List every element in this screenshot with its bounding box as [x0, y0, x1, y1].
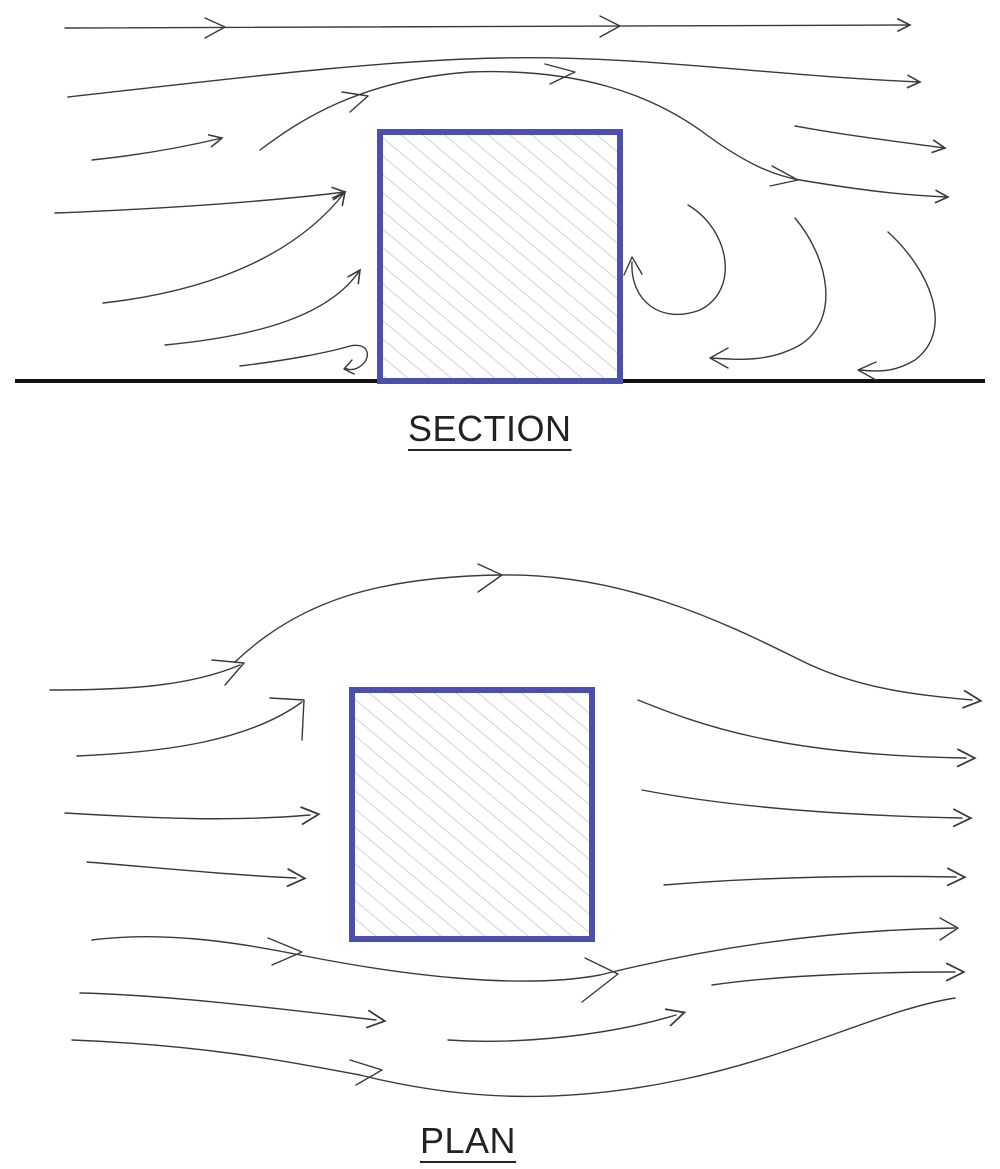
plan-flow-line	[86, 861, 307, 888]
section-flow-arrowhead	[343, 359, 355, 375]
plan-flow-line	[64, 806, 321, 826]
plan-flow-line	[91, 927, 956, 982]
plan-caption: PLAN	[420, 1120, 517, 1161]
section-flow-arrowhead	[599, 15, 621, 38]
plan-flow-line	[71, 997, 956, 1098]
plan-building	[349, 687, 595, 942]
section-flow-line	[794, 125, 945, 148]
plan-flow-line	[637, 699, 977, 768]
plan-flow-arrowhead	[477, 563, 503, 593]
section-flow-arrowhead	[623, 256, 643, 276]
section-flow-arrowhead	[709, 347, 729, 369]
plan-flow-line	[447, 1008, 687, 1042]
plan-flow-arrowhead	[211, 659, 245, 686]
section-flow-line	[67, 57, 920, 98]
section-flow-line	[91, 138, 222, 161]
plan-flow-line	[641, 789, 973, 828]
section-flow-line	[859, 231, 936, 372]
plan-view	[49, 563, 983, 1098]
plan-flow-line	[711, 962, 966, 986]
section-view	[15, 15, 985, 384]
section-flow-line	[239, 344, 369, 371]
plan-flow-arrowhead	[267, 937, 303, 966]
section-flow-line	[54, 192, 345, 214]
section-flow-line	[259, 70, 801, 181]
section-caption: SECTION	[408, 408, 572, 449]
plan-flow-arrowhead	[581, 957, 619, 1003]
section-flow-arrowhead	[204, 17, 226, 39]
section-flow-arrowhead	[857, 361, 877, 381]
plan-flow-line	[79, 992, 387, 1029]
plan-flow-arrowhead	[349, 1059, 383, 1086]
plan-flow-arrowhead	[269, 697, 305, 741]
section-flow-line	[64, 25, 910, 28]
section-flow-arrowhead	[769, 165, 799, 187]
section-flow-arrowhead	[341, 91, 369, 113]
plan-flow-line	[663, 867, 967, 887]
section-flow-line	[711, 217, 827, 360]
section-flow-arrowhead	[544, 63, 576, 85]
section-flow-line	[164, 270, 360, 346]
section-building	[377, 129, 623, 384]
plan-flow-arrowhead	[939, 917, 959, 941]
section-flow-line	[102, 192, 345, 304]
plan-flow-line	[234, 574, 983, 709]
plan-flow-line	[76, 701, 303, 757]
section-flow-line	[631, 204, 726, 316]
section-flow-line	[799, 179, 948, 197]
plan-flow-line	[49, 664, 241, 691]
